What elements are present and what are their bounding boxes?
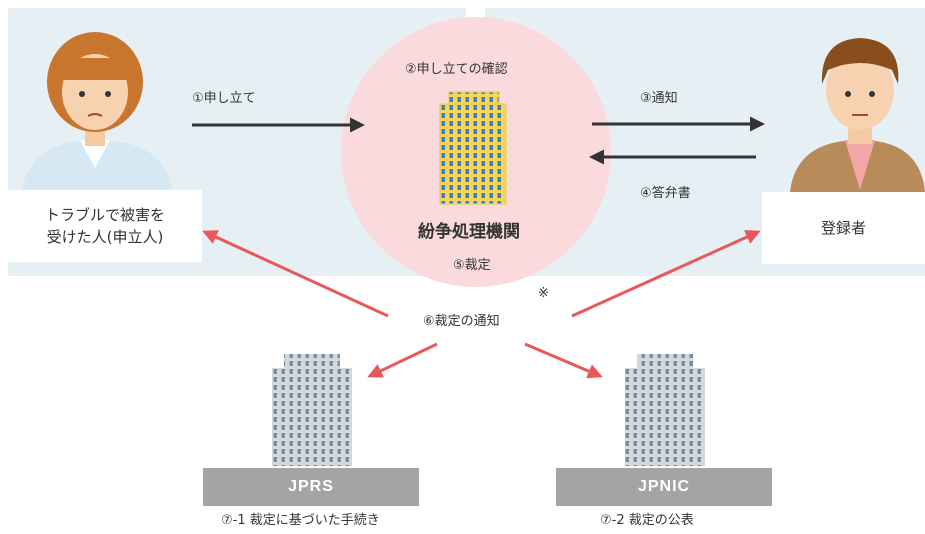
complainant-avatar [22, 32, 172, 190]
decision-to-registrant-arrow [571, 230, 761, 318]
jprs-building-icon [272, 354, 352, 466]
step-1-label: ①申し立て [192, 91, 256, 106]
jpnic-name: JPNIC [637, 478, 691, 495]
complainant-label-line1: トラブルで被害を [44, 205, 165, 224]
complainant-label-line2: 受けた人(申立人) [46, 228, 164, 246]
jpnic-bar: JPNIC [556, 468, 772, 506]
step-5-label: ⑤裁定 [453, 258, 491, 273]
step-2-label: ②申し立ての確認 [405, 62, 508, 77]
step-7-2-label: ⑦-2 裁定の公表 [600, 513, 694, 528]
registrant-avatar [790, 38, 925, 192]
decision-to-jpnic-arrow [524, 342, 603, 379]
decision-to-complainant-arrow [202, 230, 389, 318]
registrant-label-text: 登録者 [820, 218, 866, 237]
registrant-label: 登録者 [762, 192, 925, 264]
step-6-label: ⑥裁定の通知 [423, 314, 500, 329]
step-7-1-label: ⑦-1 裁定に基づいた手続き [221, 513, 380, 528]
step-4-label: ④答弁書 [640, 186, 691, 201]
jprs-bar: JPRS [203, 468, 419, 506]
decision-to-jprs-arrow [367, 342, 438, 378]
note-mark: ※ [538, 286, 549, 301]
organization-building-icon [439, 91, 507, 205]
organization-name: 紛争処理機関 [418, 222, 520, 242]
complainant-label: トラブルで被害を 受けた人(申立人) [8, 190, 202, 262]
jpnic-building-icon [625, 354, 705, 466]
step-3-label: ③通知 [640, 91, 678, 106]
jprs-name: JPRS [288, 478, 334, 495]
